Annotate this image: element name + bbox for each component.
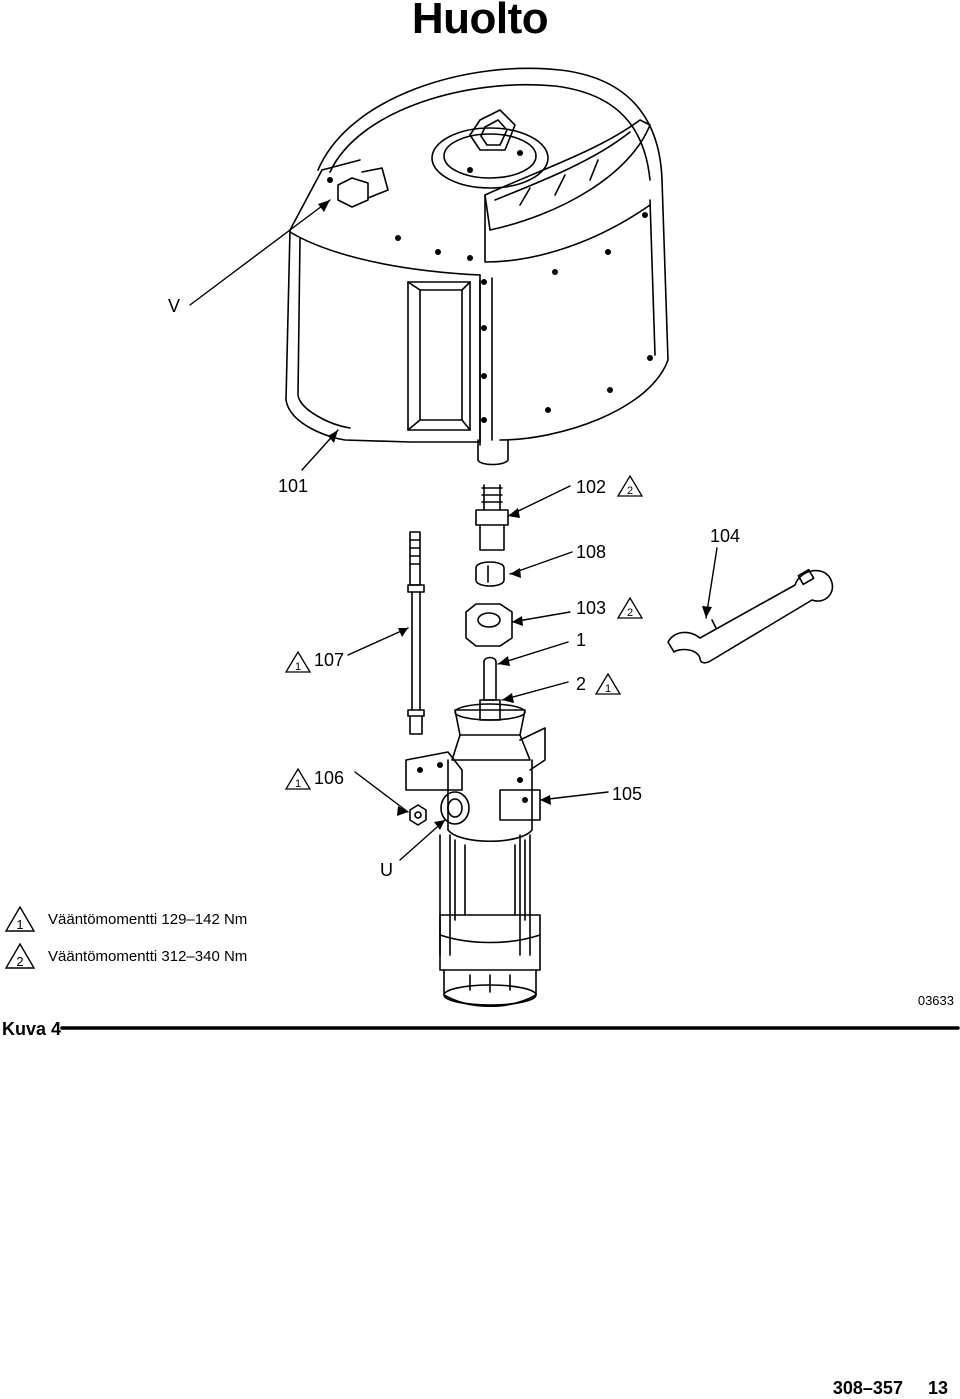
torque-2-triangle-icon: 2 [616,474,644,497]
svg-text:1: 1 [295,778,301,790]
torque-1-triangle-icon: 1 [594,672,622,695]
svg-text:1: 1 [605,683,611,695]
page-footer: 308–357 13 [813,1378,948,1399]
figure-label: Kuva 4 [2,1019,62,1039]
callout-101: 101 [278,476,309,496]
callout-u: U [380,860,393,880]
torque-1-triangle-icon: 1 [284,767,312,790]
callout-106: 106 [314,768,345,788]
callout-2: 2 [576,674,587,694]
callout-102: 102 [576,477,607,497]
callout-104: 104 [710,526,741,546]
torque-2-triangle-icon: 2 [616,596,644,619]
legend-torque-2-text: Vääntömomentti 312–340 Nm [48,948,248,965]
figure-code: 03633 [917,993,954,1008]
leader-lines [189,199,718,861]
svg-text:1: 1 [16,917,23,932]
svg-text:1: 1 [295,661,301,673]
svg-text:2: 2 [16,954,23,969]
callout-v: V [168,296,181,316]
callout-108: 108 [576,542,607,562]
tie-rod-drawing [407,531,425,735]
legend-torque-1-triangle-icon: 1 [4,905,36,932]
torque-1-triangle-icon: 1 [284,650,312,673]
wrench-drawing [667,568,834,664]
legend-torque-1-text: Vääntömomentti 129–142 Nm [48,911,248,928]
svg-text:2: 2 [627,607,633,619]
callout-103: 103 [576,598,607,618]
coupling-parts-drawing [465,484,513,721]
page-title: Huolto [411,0,549,43]
page-number: 13 [927,1378,948,1398]
callout-1: 1 [576,630,587,650]
document-number: 308–357 [832,1378,903,1398]
motor-housing-drawing [285,67,669,466]
svg-text:2: 2 [627,485,633,497]
callout-107: 107 [314,650,345,670]
legend-torque-2-triangle-icon: 2 [4,942,36,969]
pump-lower-drawing [405,703,546,1007]
callout-105: 105 [612,784,643,804]
